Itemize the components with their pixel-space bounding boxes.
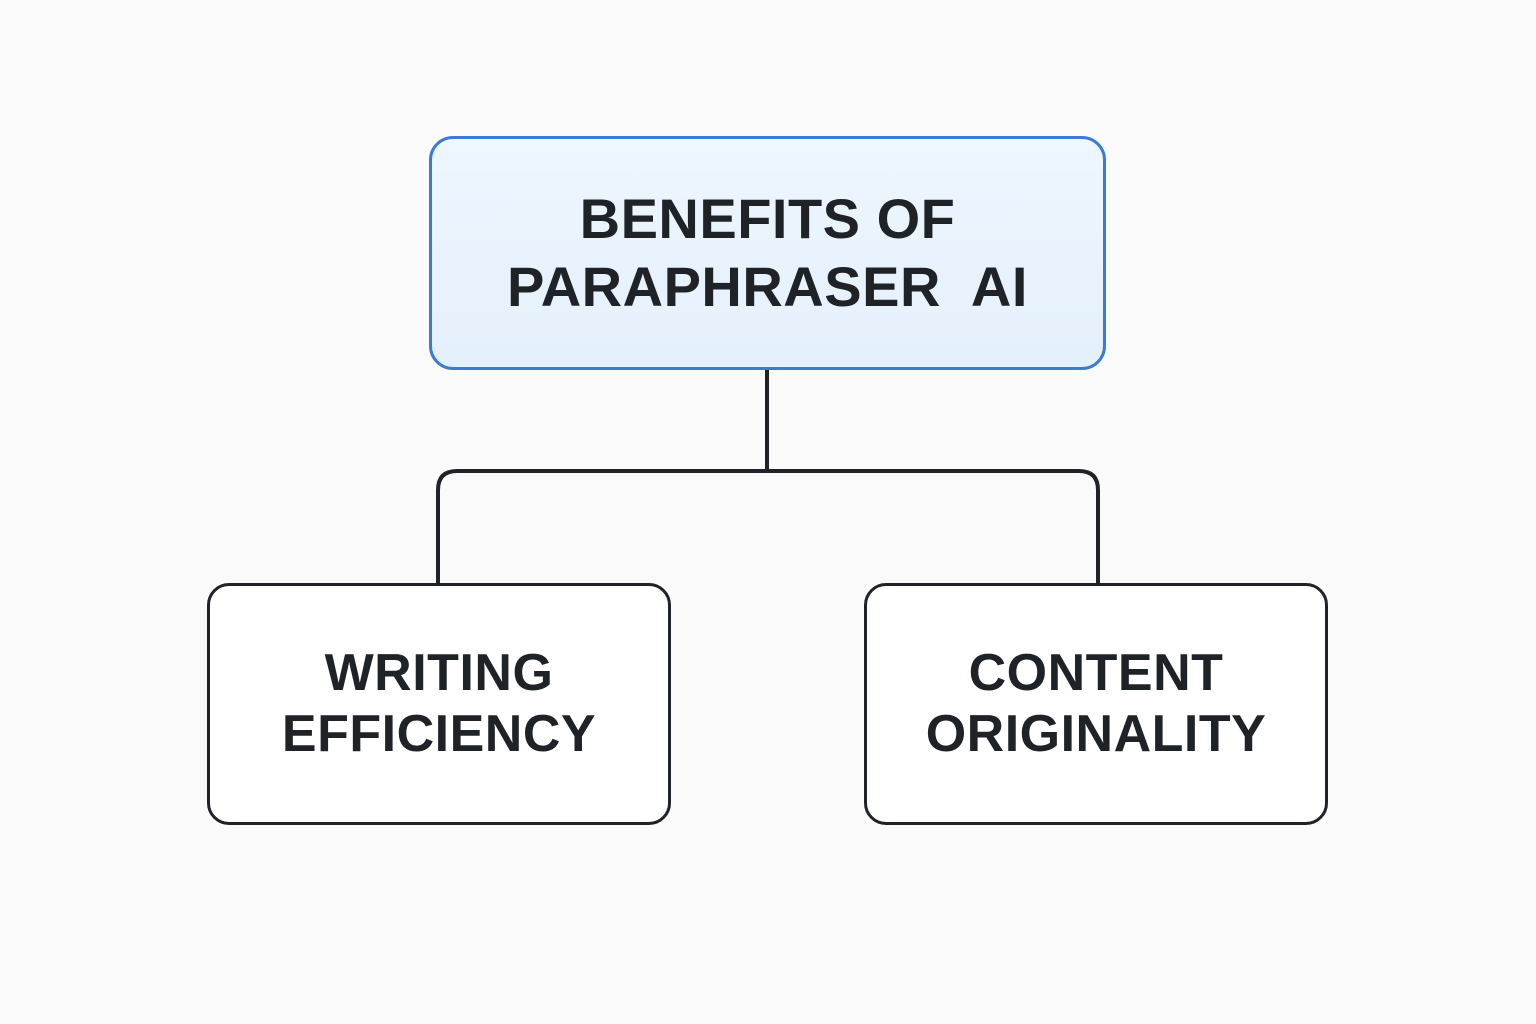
child-node-line-1: CONTENT [968, 643, 1224, 702]
child-node-line-2: ORIGINALITY [925, 705, 1267, 763]
root-node: BENEFITS OF PARAPHRASER AI [429, 136, 1106, 370]
child-node-writing-efficiency: WRITING EFFICIENCY [207, 583, 671, 825]
connector-branch [436, 469, 1100, 583]
child-node-content-originality: CONTENT ORIGINALITY [864, 583, 1328, 825]
root-node-line-1: BENEFITS OF [579, 186, 956, 250]
child-node-line-1: WRITING [324, 643, 554, 702]
child-node-line-2: EFFICIENCY [281, 705, 597, 763]
root-node-line-2: PARAPHRASER AI [507, 255, 1028, 318]
